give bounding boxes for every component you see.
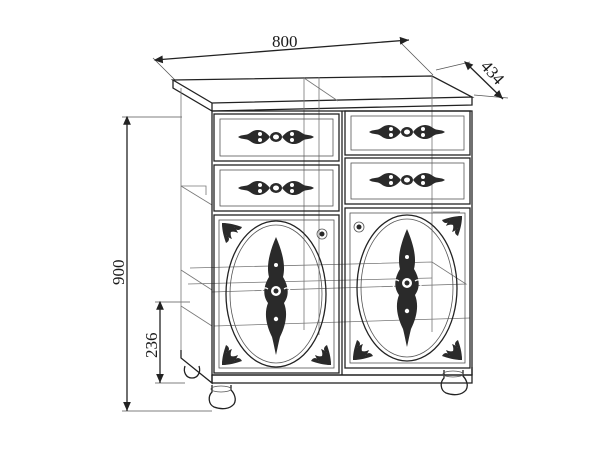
height-dimension: 900 [109,115,212,412]
depth-dimension: 434 [435,57,509,100]
plinth-label: 236 [142,333,161,359]
width-label: 800 [272,32,298,51]
door-left [213,214,340,374]
drawer-bottom-right [344,157,471,205]
feet [183,365,468,410]
depth-label: 434 [477,57,509,89]
width-dimension: 800 [152,32,434,81]
door-right [344,207,471,369]
plinth-dimension: 236 [142,300,190,384]
drawer-bottom-left [213,164,340,212]
height-label: 900 [109,260,128,286]
cabinet-body [170,75,475,385]
drawer-top-right [344,110,471,156]
drawer-top-left [213,113,340,162]
